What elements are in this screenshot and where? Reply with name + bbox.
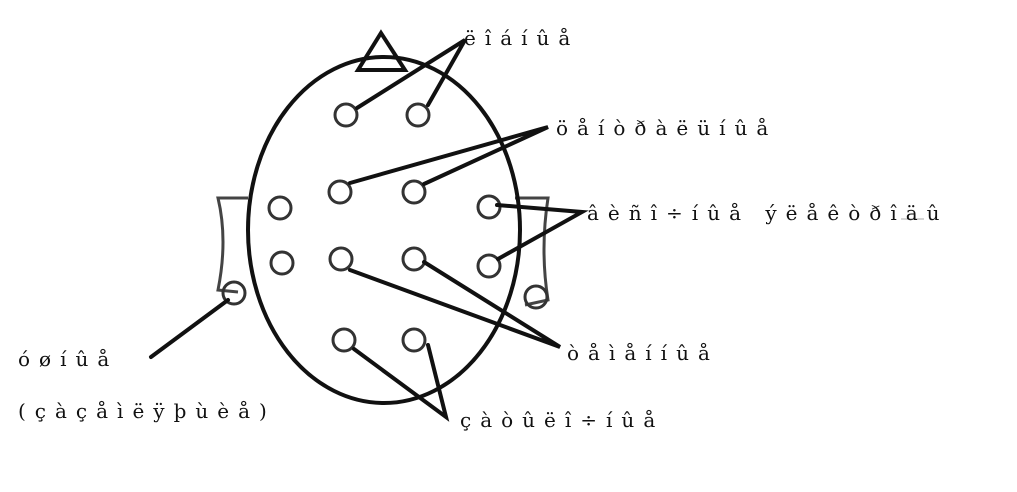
label-temporal: òåìåííûå — [567, 341, 719, 365]
leader-line-occipital — [352, 343, 450, 422]
electrode-temporal-left-upper — [267, 195, 293, 221]
electrode-frontal-right — [405, 102, 431, 128]
head-outline — [246, 55, 522, 405]
electrode-central-right — [401, 179, 427, 205]
electrode-reference-lower — [476, 253, 502, 279]
label-ear-note: (çàçåìëÿþùèå) — [18, 399, 276, 423]
leader-line-reference — [495, 203, 589, 261]
electrode-frontal-left — [333, 102, 359, 128]
electrode-parietal-left — [328, 246, 354, 272]
label-ear: óøíûå — [18, 347, 119, 371]
label-central: öåíòðàëüíûå — [556, 116, 778, 140]
electrodes — [221, 102, 549, 353]
electrode-central-left — [327, 179, 353, 205]
label-occipital: çàòûëî÷íûå — [460, 408, 665, 432]
leader-line-central — [348, 125, 549, 186]
electrode-ear-right — [523, 284, 549, 310]
electrode-ear-left — [221, 280, 247, 306]
leader-line-temporal — [348, 260, 562, 349]
electrode-occipital-right — [401, 327, 427, 353]
leader-line-ear — [149, 298, 230, 359]
electrode-reference-upper — [476, 194, 502, 220]
left-ear-shape — [216, 196, 248, 294]
label-frontal: ëîáíûå — [464, 26, 580, 50]
electrode-occipital-left — [331, 327, 357, 353]
nose-shape — [354, 29, 409, 72]
label-reference: âèñî÷íûå ýëåêòðîäû — [587, 201, 949, 225]
leader-line-frontal — [355, 38, 467, 110]
electrode-parietal-right — [401, 246, 427, 272]
electrode-temporal-left-lower — [269, 250, 295, 276]
